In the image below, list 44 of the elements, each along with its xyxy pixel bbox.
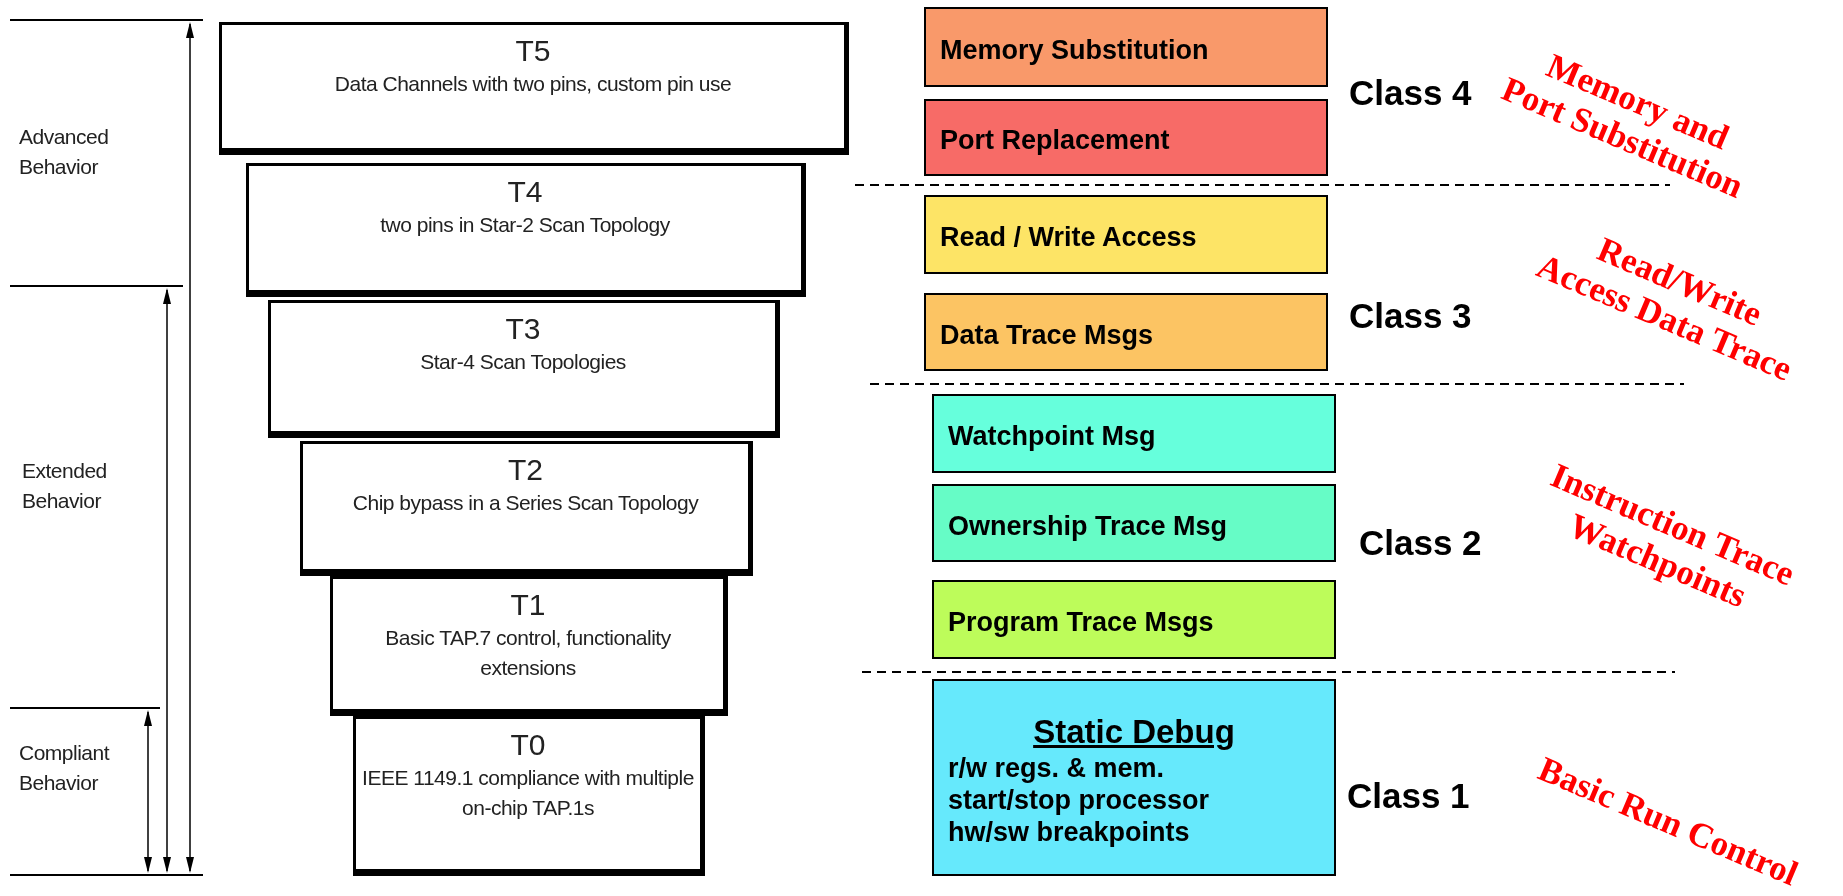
box-heading: Static Debug xyxy=(1032,712,1236,752)
tier-description: Star-4 Scan Topologies xyxy=(419,349,627,375)
feature-text: Port Replacement xyxy=(940,124,1171,157)
feature-box xyxy=(932,580,1336,659)
tier-box xyxy=(219,22,849,155)
tier-name: T4 xyxy=(507,174,543,210)
tier-description: IEEE 1149.1 compliance with multiple on-chip TAP.1s xyxy=(361,765,695,822)
class-label: Class 3 xyxy=(1349,296,1472,336)
feature-box xyxy=(932,679,1336,876)
feature-text: Memory Substitution xyxy=(940,33,1210,67)
feature-text: Data Trace Msgs xyxy=(940,318,1155,352)
feature-text: Read / Write Access xyxy=(940,221,1198,254)
feature-box xyxy=(924,7,1328,87)
class-label: Class 4 xyxy=(1349,73,1472,113)
feature-text: hw/sw breakpoints xyxy=(948,816,1191,849)
feature-text: start/stop processor xyxy=(948,784,1211,817)
tier-box xyxy=(268,300,780,438)
class-label: Class 2 xyxy=(1359,523,1482,563)
feature-box xyxy=(924,195,1328,274)
level-label: Compliant Behavior xyxy=(19,740,111,797)
tier-box xyxy=(300,441,753,576)
tier-description: Chip bypass in a Series Scan Topology xyxy=(351,490,700,516)
tier-name: T5 xyxy=(515,33,551,69)
feature-text: Program Trace Msgs xyxy=(948,606,1215,639)
feature-text: Ownership Trace Msg xyxy=(948,509,1229,543)
tier-box xyxy=(353,716,705,876)
level-label: Advanced Behavior xyxy=(19,124,110,181)
tier-description: Basic TAP.7 control, functionality extensions xyxy=(384,625,672,682)
feature-box xyxy=(924,99,1328,176)
tier-box xyxy=(330,576,728,716)
tier-description: two pins in Star-2 Scan Topology xyxy=(379,212,671,238)
tier-box xyxy=(246,163,806,297)
feature-box xyxy=(932,394,1336,473)
tier-name: T3 xyxy=(505,311,541,347)
class-label: Class 1 xyxy=(1347,776,1470,816)
tier-description: Data Channels with two pins, custom pin use xyxy=(333,71,733,97)
level-label: Extended Behavior xyxy=(22,458,108,515)
tier-name: T2 xyxy=(508,452,543,488)
feature-text: Watchpoint Msg xyxy=(948,420,1157,453)
feature-box xyxy=(932,484,1336,562)
tier-name: T0 xyxy=(510,727,546,763)
feature-box xyxy=(924,293,1328,371)
feature-text: r/w regs. & mem. xyxy=(948,751,1166,785)
tier-name: T1 xyxy=(510,587,546,623)
